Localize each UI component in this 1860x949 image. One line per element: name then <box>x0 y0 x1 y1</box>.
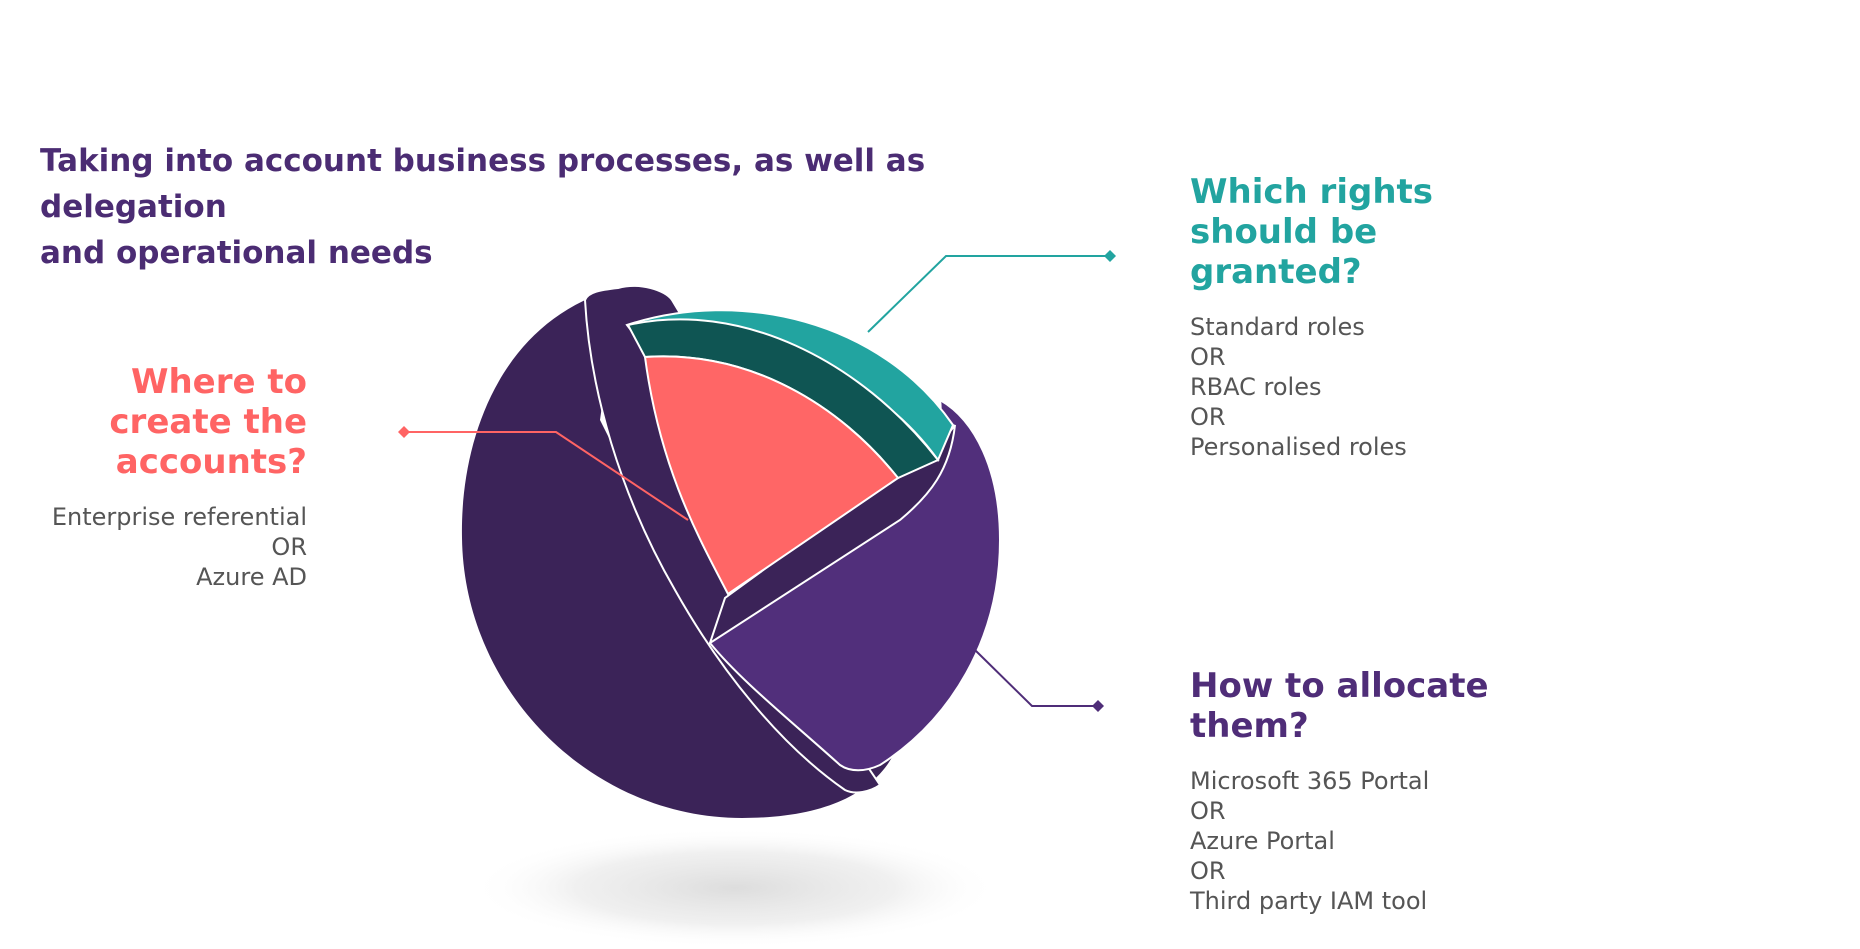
rights-option-1: Standard roles <box>1190 312 1433 342</box>
where-block: Where to create the accounts? Enterprise… <box>52 362 307 592</box>
where-option-2: OR <box>52 532 307 562</box>
allocate-option-4: OR <box>1190 856 1489 886</box>
leader-marker-allocate <box>1092 700 1104 712</box>
rights-option-2: OR <box>1190 342 1433 372</box>
leader-line-allocate <box>975 650 1098 706</box>
allocate-option-3: Azure Portal <box>1190 826 1489 856</box>
leader-line-rights <box>868 256 1110 332</box>
rights-title-line-2: should be <box>1190 212 1433 252</box>
where-option-1: Enterprise referential <box>52 502 307 532</box>
where-option-3: Azure AD <box>52 562 307 592</box>
allocate-option-1: Microsoft 365 Portal <box>1190 766 1489 796</box>
sphere-shadow <box>470 828 1000 948</box>
allocate-title: How to allocate them? <box>1190 666 1489 746</box>
where-title-line-1: Where to <box>52 362 307 402</box>
rights-option-4: OR <box>1190 402 1433 432</box>
leader-marker-where <box>398 426 410 438</box>
allocate-option-2: OR <box>1190 796 1489 826</box>
allocate-block: How to allocate them? Microsoft 365 Port… <box>1190 666 1489 916</box>
allocate-title-line-2: them? <box>1190 706 1489 746</box>
rights-options: Standard roles OR RBAC roles OR Personal… <box>1190 312 1433 462</box>
rights-title: Which rights should be granted? <box>1190 172 1433 292</box>
where-options: Enterprise referential OR Azure AD <box>52 502 307 592</box>
where-title-line-3: accounts? <box>52 442 307 482</box>
rights-title-line-3: granted? <box>1190 252 1433 292</box>
rights-title-line-1: Which rights <box>1190 172 1433 212</box>
rights-block: Which rights should be granted? Standard… <box>1190 172 1433 462</box>
allocate-options: Microsoft 365 Portal OR Azure Portal OR … <box>1190 766 1489 916</box>
rights-option-3: RBAC roles <box>1190 372 1433 402</box>
where-title: Where to create the accounts? <box>52 362 307 482</box>
where-title-line-2: create the <box>52 402 307 442</box>
leader-marker-rights <box>1104 250 1116 262</box>
rights-option-5: Personalised roles <box>1190 432 1433 462</box>
allocate-option-5: Third party IAM tool <box>1190 886 1489 916</box>
allocate-title-line-1: How to allocate <box>1190 666 1489 706</box>
